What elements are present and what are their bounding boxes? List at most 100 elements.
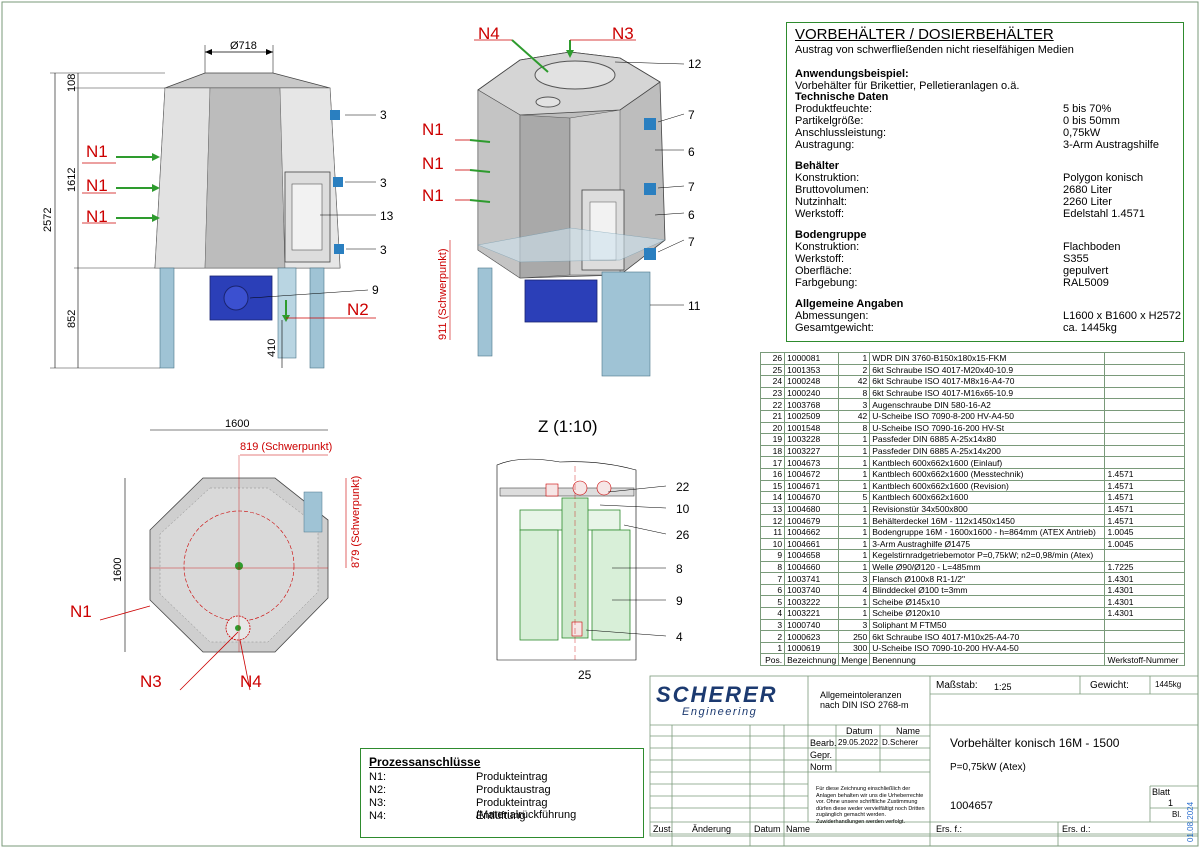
bom-cell-pos: 17 [759, 456, 786, 469]
bom-cell-qty: 250 [838, 630, 871, 643]
tech-value: 2680 Liter [1063, 184, 1112, 196]
bom-cell-qty: 5 [838, 491, 871, 504]
massstab-value: 1:25 [994, 682, 1012, 692]
bom-cell-qty: 3 [838, 618, 871, 632]
bom-cell-mat [1104, 549, 1185, 562]
bom-cell-qty: 1 [838, 467, 871, 481]
logo-text-top: SCHERER [656, 682, 778, 707]
detail-callout-8: 8 [676, 562, 683, 576]
bom-cell-id: 1000623 [784, 630, 840, 643]
detail-title: Z (1:10) [538, 417, 598, 436]
bom-cell-pos: 23 [759, 386, 786, 400]
bom-cell-pos: 12 [759, 514, 786, 527]
bom-cell-id: Bezeichnung [784, 653, 840, 667]
process-key: N1: [369, 771, 387, 783]
process-key: N4: [369, 810, 387, 822]
tech-value: RAL5009 [1063, 277, 1109, 289]
bom-cell-qty: 42 [838, 375, 871, 388]
gewicht-value: 1445kg [1155, 680, 1182, 689]
bom-cell-pos: 21 [759, 409, 786, 423]
blatt-number: 1 [1168, 798, 1174, 808]
bom-cell-mat [1104, 352, 1185, 365]
name-label: Name [786, 824, 811, 834]
bom-cell-pos: 9 [759, 549, 786, 562]
bom-cell-pos: 10 [759, 537, 786, 551]
bom-cell-qty: 1 [838, 514, 871, 527]
tech-key: Bruttovolumen: [795, 184, 869, 196]
bom-cell-id: 1000740 [784, 618, 840, 632]
bom-cell-pos: 16 [759, 467, 786, 481]
top-dim-1600-h: 1600 [225, 418, 250, 430]
top-dim-1600-v: 1600 [112, 557, 124, 582]
bom-cell-mat: 1.4571 [1104, 467, 1185, 481]
tech-value: S355 [1063, 253, 1089, 265]
bom-cell-id: 1004671 [784, 479, 840, 493]
bom-cell-mat [1104, 375, 1185, 388]
bom-cell-mat: 1.4301 [1104, 583, 1185, 597]
scherer-logo: SCHERER Engineering [656, 682, 796, 719]
bom-cell-id: 1004670 [784, 491, 840, 504]
bom-cell-pos: 6 [759, 583, 786, 597]
bearb-datum: 29.05.2022 [838, 738, 879, 747]
process-value: Produkteintrag [476, 771, 548, 783]
bom-cell-qty: 3 [838, 398, 871, 411]
bom-cell-mat: 1.7225 [1104, 560, 1185, 574]
tech-key: Nutzinhalt: [795, 196, 847, 208]
tech-section-anwendung: Anwendungsbeispiel: [795, 68, 909, 80]
process-connections-box: Prozessanschlüsse N1:Produkteintrag N2:P… [360, 748, 644, 838]
iso-callout-6a: 6 [688, 145, 695, 159]
bom-cell-desc: U-Scheibe ISO 7090-10-200 HV-A4-50 [869, 641, 1106, 655]
bom-cell-pos: 26 [759, 352, 786, 365]
bom-cell-mat [1104, 618, 1185, 632]
tech-section-behaelter: Behälter [795, 160, 840, 172]
gewicht-label: Gewicht: [1090, 680, 1129, 691]
bom-cell-mat [1104, 456, 1185, 469]
process-value: Entlüftung [476, 810, 526, 822]
bom-cell-mat [1104, 409, 1185, 423]
bom-cell-id: 1003227 [784, 444, 840, 458]
bom-cell-qty: 1 [838, 502, 871, 516]
bom-cell-qty: 1 [838, 444, 871, 458]
tech-value: 0 bis 50mm [1063, 115, 1120, 127]
bom-cell-qty: 300 [838, 641, 871, 655]
iso-callout-7a: 7 [688, 108, 695, 122]
detail-view [496, 458, 667, 661]
top-nozzle-n3: N3 [140, 672, 162, 691]
top-nozzle-n1: N1 [70, 602, 92, 621]
copyright-note: Für diese Zeichnung einschließlich der A… [816, 786, 925, 825]
tech-value: 5 bis 70% [1063, 103, 1112, 115]
bom-cell-qty: 1 [838, 352, 871, 365]
front-dim-410: 410 [266, 338, 278, 357]
bom-cell-desc: Kantblech 600x662x1600 (Revision) [869, 479, 1106, 493]
tech-key: Abmessungen: [795, 310, 869, 322]
bom-cell-qty: 2 [838, 363, 871, 377]
tech-key: Werkstoff: [795, 253, 845, 265]
tech-section-technische: Technische Daten [795, 91, 889, 103]
bom-cell-mat: 1.4301 [1104, 595, 1185, 609]
bom-cell-qty: 1 [838, 525, 871, 539]
front-callout-9: 9 [372, 283, 379, 297]
bom-cell-id: 1004672 [784, 467, 840, 481]
tech-key: Anschlussleistung: [795, 127, 887, 139]
detail-callout-10: 10 [676, 502, 690, 516]
process-value: Produkteintrag /Materialrückführung [476, 797, 577, 821]
drawing-subtitle: P=0,75kW (Atex) [950, 762, 1026, 773]
front-dim-108: 108 [66, 73, 78, 92]
iso-nozzle-n1-c: N1 [422, 186, 444, 205]
process-value: Produktaustrag [476, 784, 551, 796]
detail-callout-26: 26 [676, 528, 690, 542]
bearb-name: D.Scherer [882, 738, 919, 747]
front-dim-diameter: Ø718 [230, 40, 257, 52]
iso-nozzle-n1-a: N1 [422, 120, 444, 139]
